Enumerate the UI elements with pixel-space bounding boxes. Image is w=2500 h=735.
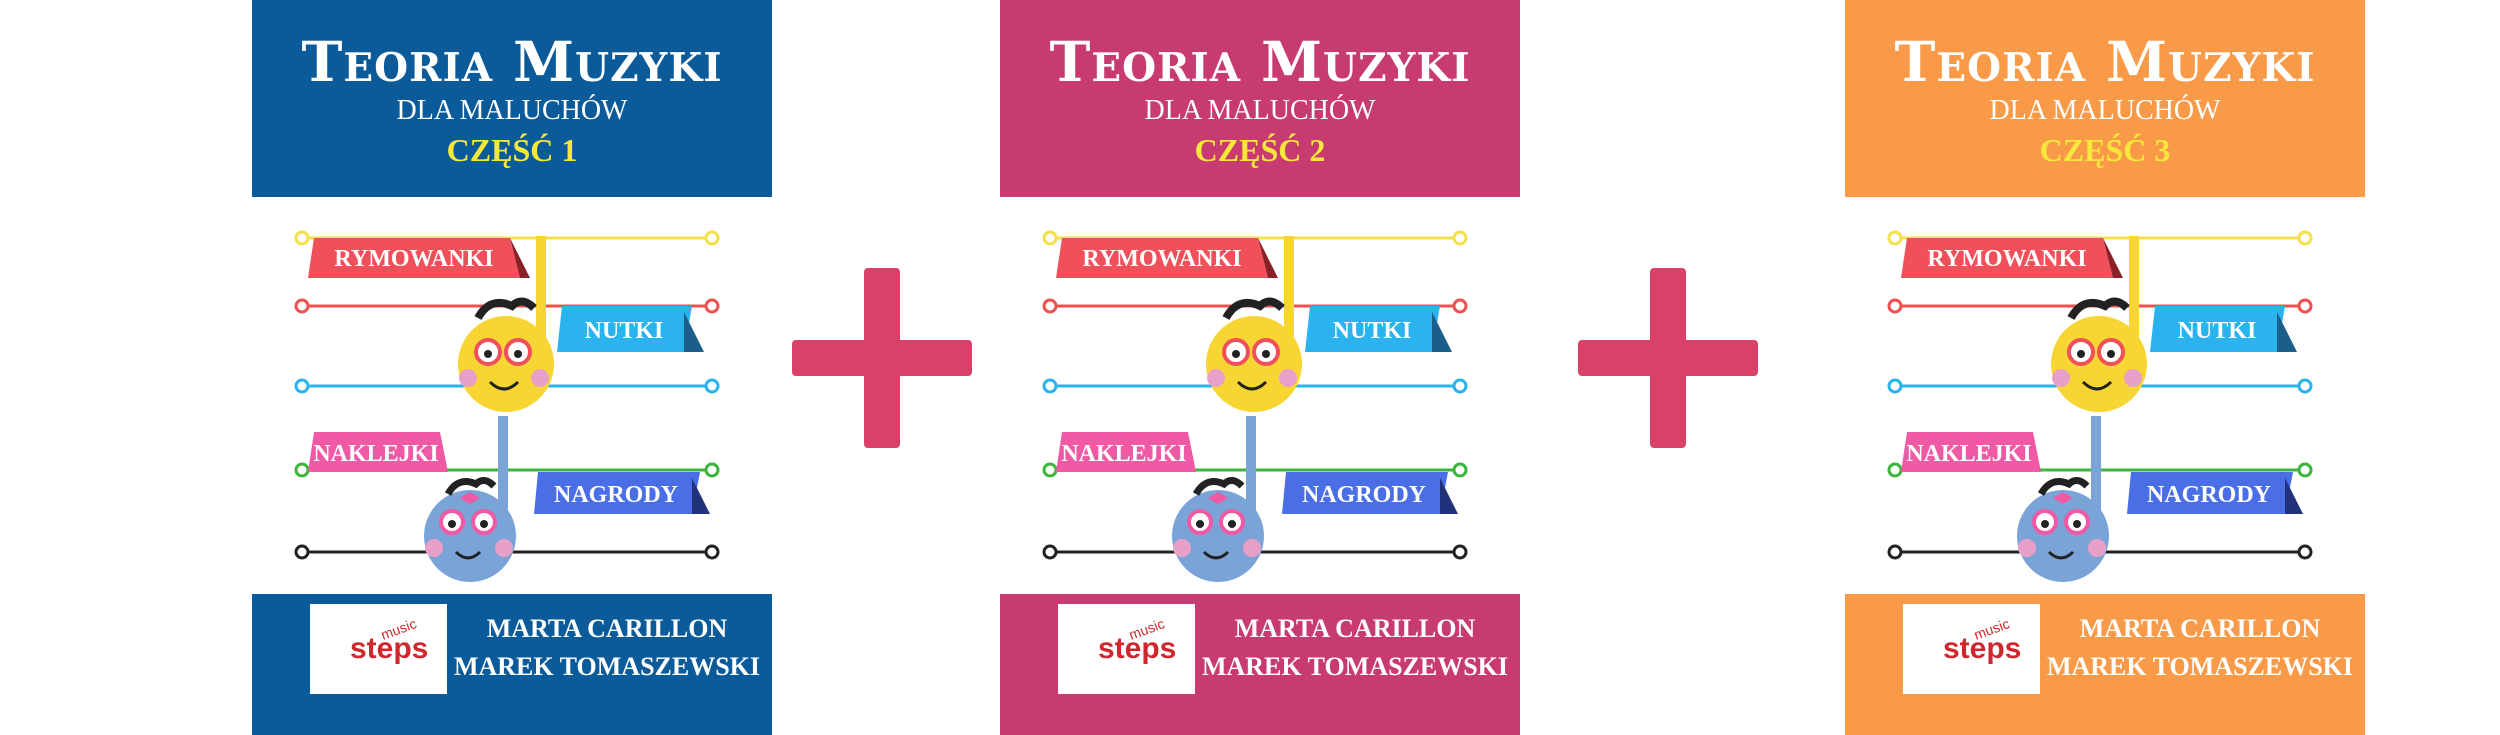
book-cover-part-2[interactable]: Teoria Muzyki DLA MALUCHÓW CZĘŚĆ 2 (1000, 0, 1520, 735)
label-nagrody: NAGRODY (1302, 482, 1426, 508)
yellow-note-character (458, 236, 554, 412)
cover-part: CZĘŚĆ 1 (446, 132, 578, 168)
book-cover-part-3[interactable]: Teoria Muzyki DLA MALUCHÓW CZĘŚĆ 3 (1845, 0, 2365, 735)
cover-authors: MARTA CARILLON MAREK TOMASZEWSKI (2045, 610, 2355, 686)
cover-subtitle: DLA MALUCHÓW (1144, 95, 1376, 126)
label-naklejki: NAKLEJKI (1061, 441, 1186, 467)
music-staff-illustration: RYMOWANKI NUTKI NAKLEJKI NAGRODY (1042, 230, 1468, 582)
music-steps-logo: music steps (1058, 604, 1195, 694)
logo-line-2: steps (350, 632, 429, 665)
cover-subtitle: DLA MALUCHÓW (1989, 95, 2221, 126)
label-rymowanki: RYMOWANKI (1082, 246, 1241, 272)
cover-part: CZĘŚĆ 2 (1194, 132, 1326, 168)
music-steps-logo: music steps (310, 604, 447, 694)
cover-authors: MARTA CARILLON MAREK TOMASZEWSKI (452, 610, 762, 686)
ribbon-naklejki (1056, 432, 1196, 472)
ribbon-nagrody (1282, 472, 1458, 514)
label-nagrody: NAGRODY (554, 482, 678, 508)
book-cover-part-1[interactable]: Teoria Muzyki DLA MALUCHÓW CZĘŚĆ 1 (252, 0, 772, 735)
author-1: MARTA CARILLON (1234, 614, 1476, 643)
ribbon-rymowanki (1056, 238, 1278, 278)
cover-footer: music steps MARTA CARILLON MAREK TOMASZE… (1845, 594, 2365, 735)
plus-sign-1 (792, 268, 972, 448)
label-nutki: NUTKI (2178, 318, 2257, 344)
label-nutki: NUTKI (1333, 318, 1412, 344)
logo-line-2: steps (1943, 632, 2022, 665)
cover-title: Teoria Muzyki (1049, 29, 1471, 94)
label-rymowanki: RYMOWANKI (1927, 246, 2086, 272)
label-nagrody: NAGRODY (2147, 482, 2271, 508)
author-2: MAREK TOMASZEWSKI (2046, 652, 2354, 681)
cover-authors: MARTA CARILLON MAREK TOMASZEWSKI (1200, 610, 1510, 686)
cover-header: Teoria Muzyki DLA MALUCHÓW CZĘŚĆ 2 (1000, 0, 1520, 197)
music-staff-illustration: RYMOWANKI NUTKI NAKLEJKI NAGRODY (294, 230, 720, 582)
yellow-note-character (2051, 236, 2147, 412)
blue-note-character (2017, 416, 2109, 582)
label-naklejki: NAKLEJKI (1906, 441, 2031, 467)
blue-note-character (1172, 416, 1264, 582)
logo-line-2: steps (1098, 632, 1177, 665)
ribbon-rymowanki (308, 238, 530, 278)
ribbon-nagrody (534, 472, 710, 514)
plus-sign-2 (1578, 268, 1758, 448)
cover-footer: music steps MARTA CARILLON MAREK TOMASZE… (1000, 594, 1520, 735)
cover-title: Teoria Muzyki (301, 29, 723, 94)
ribbon-nutki (2150, 306, 2297, 352)
yellow-note-character (1206, 236, 1302, 412)
cover-header: Teoria Muzyki DLA MALUCHÓW CZĘŚĆ 3 (1845, 0, 2365, 197)
ribbon-nutki (1305, 306, 1452, 352)
cover-title: Teoria Muzyki (1894, 29, 2316, 94)
label-nutki: NUTKI (585, 318, 664, 344)
author-2: MAREK TOMASZEWSKI (1201, 652, 1509, 681)
ribbon-nagrody (2127, 472, 2303, 514)
author-2: MAREK TOMASZEWSKI (453, 652, 761, 681)
cover-footer: music steps MARTA CARILLON MAREK TOMASZE… (252, 594, 772, 735)
ribbon-nutki (557, 306, 704, 352)
author-1: MARTA CARILLON (2079, 614, 2321, 643)
cover-part: CZĘŚĆ 3 (2039, 132, 2171, 168)
label-rymowanki: RYMOWANKI (334, 246, 493, 272)
author-1: MARTA CARILLON (486, 614, 728, 643)
cover-header: Teoria Muzyki DLA MALUCHÓW CZĘŚĆ 1 (252, 0, 772, 197)
music-steps-logo: music steps (1903, 604, 2040, 694)
music-staff-illustration: RYMOWANKI NUTKI NAKLEJKI NAGRODY (1887, 230, 2313, 582)
blue-note-character (424, 416, 516, 582)
cover-subtitle: DLA MALUCHÓW (396, 95, 628, 126)
label-naklejki: NAKLEJKI (313, 441, 438, 467)
ribbon-naklejki (308, 432, 448, 472)
ribbon-naklejki (1901, 432, 2041, 472)
ribbon-rymowanki (1901, 238, 2123, 278)
